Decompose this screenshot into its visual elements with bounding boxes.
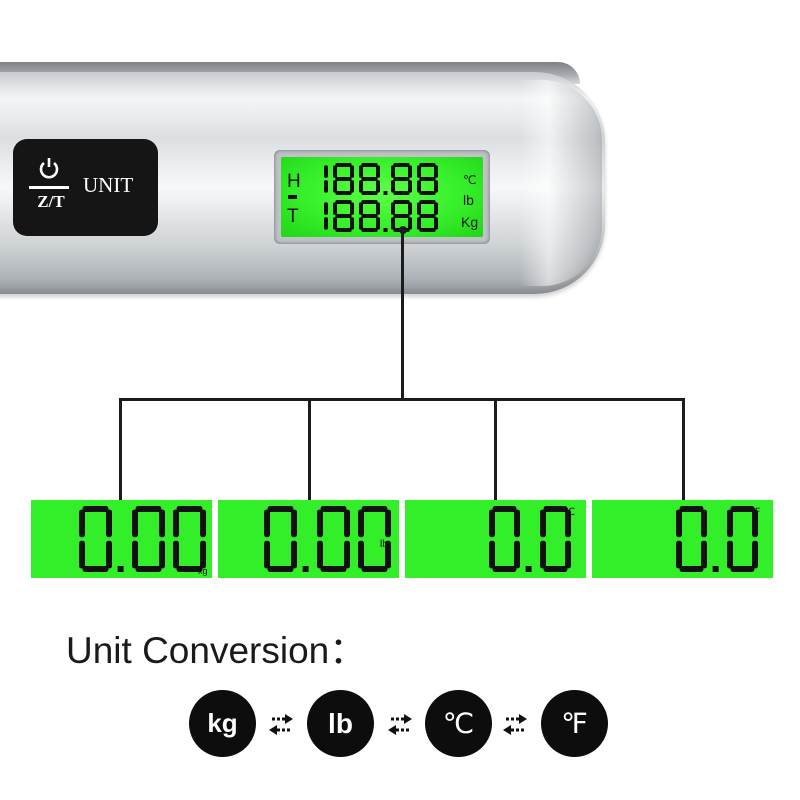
lcd-indicator-celsius: ℃ (463, 173, 476, 187)
seven-segment-digit (132, 506, 165, 572)
main-lcd-segments: H T ℃ lb Kg (287, 163, 478, 232)
unit-conversion-caption: Unit Conversion： (66, 630, 367, 671)
seven-segment-digit (333, 163, 354, 195)
panel-kg-segments: kg (79, 506, 208, 576)
button-panel: Z/T UNIT (13, 139, 158, 236)
scale-end-cap (520, 80, 602, 286)
panel-lb-segments: lb (264, 506, 391, 572)
unit-button[interactable]: UNIT (83, 173, 134, 197)
seven-segment-digit (489, 506, 520, 572)
unit-chip-celsius: ℃ (425, 690, 492, 757)
seven-segment-digit (173, 506, 206, 572)
lcd-indicator-dash (288, 195, 297, 199)
unit-chip-kg: kg (189, 690, 256, 757)
lcd-indicator-lb: lb (463, 192, 474, 208)
lcd-indicator-t: T (287, 206, 299, 227)
seven-segment-digit (324, 202, 328, 230)
swap-arrows-icon (503, 714, 527, 735)
main-lcd-display: H T ℃ lb Kg (281, 157, 483, 237)
panel-kg-unit: kg (198, 566, 208, 576)
zt-button[interactable]: Z/T (37, 192, 65, 211)
seven-segment-digit (391, 163, 412, 195)
lcd-panel-kg: kg (31, 500, 212, 578)
seven-segment-digit (727, 506, 758, 572)
decimal-point (117, 566, 124, 572)
lcd-panel-fahrenheit: ℉ (592, 500, 773, 578)
panel-lb-unit: lb (380, 539, 388, 550)
seven-segment-digit (676, 506, 707, 572)
seven-segment-digit (417, 200, 438, 232)
zt-divider (29, 186, 69, 189)
connector-bus (119, 398, 685, 401)
seven-segment-digit (359, 200, 380, 232)
seven-segment-digit (324, 165, 328, 193)
seven-segment-digit (264, 506, 297, 572)
unit-chip-lb-label: lb (328, 707, 353, 739)
seven-segment-digit (317, 506, 350, 572)
seven-segment-digit (417, 163, 438, 195)
unit-chip-kg-label: kg (207, 708, 238, 738)
lcd-indicator-kg: Kg (461, 214, 478, 230)
seven-segment-digit (358, 506, 391, 572)
connector-drop-kg (119, 398, 122, 500)
unit-chip-fahrenheit-label: ℉ (561, 707, 588, 740)
seven-segment-digit (540, 506, 571, 572)
panel-fahrenheit-segments: ℉ (676, 506, 761, 572)
decimal-point (525, 566, 532, 572)
lcd-panel-celsius: ℃ (405, 500, 586, 578)
unit-chip-fahrenheit: ℉ (541, 690, 608, 757)
connector-drop-lb (308, 398, 311, 500)
seven-segment-digit (79, 506, 112, 572)
seven-segment-digit (359, 163, 380, 195)
connector-stem (401, 230, 404, 400)
seven-segment-digit (333, 200, 354, 232)
lcd-indicator-h: H (287, 171, 301, 192)
lcd-row-1 (324, 163, 438, 195)
decimal-point (712, 566, 719, 572)
power-icon[interactable] (37, 157, 61, 179)
lcd-bezel: H T ℃ lb Kg (274, 150, 490, 244)
luggage-scale: Z/T UNIT H T ℃ lb Kg (0, 62, 605, 302)
lcd-panel-lb: lb (218, 500, 399, 578)
swap-arrows-icon (388, 714, 412, 735)
connector-drop-fahrenheit (682, 398, 685, 500)
connector-drop-celsius (494, 398, 497, 500)
decimal-point (383, 191, 388, 195)
unit-chip-celsius-label: ℃ (442, 707, 475, 740)
unit-chip-lb: lb (307, 690, 374, 757)
panel-celsius-segments: ℃ (489, 506, 575, 572)
decimal-point (302, 566, 309, 572)
decimal-point (383, 228, 388, 232)
lcd-row-2 (324, 200, 438, 232)
swap-arrows-icon (269, 714, 293, 735)
